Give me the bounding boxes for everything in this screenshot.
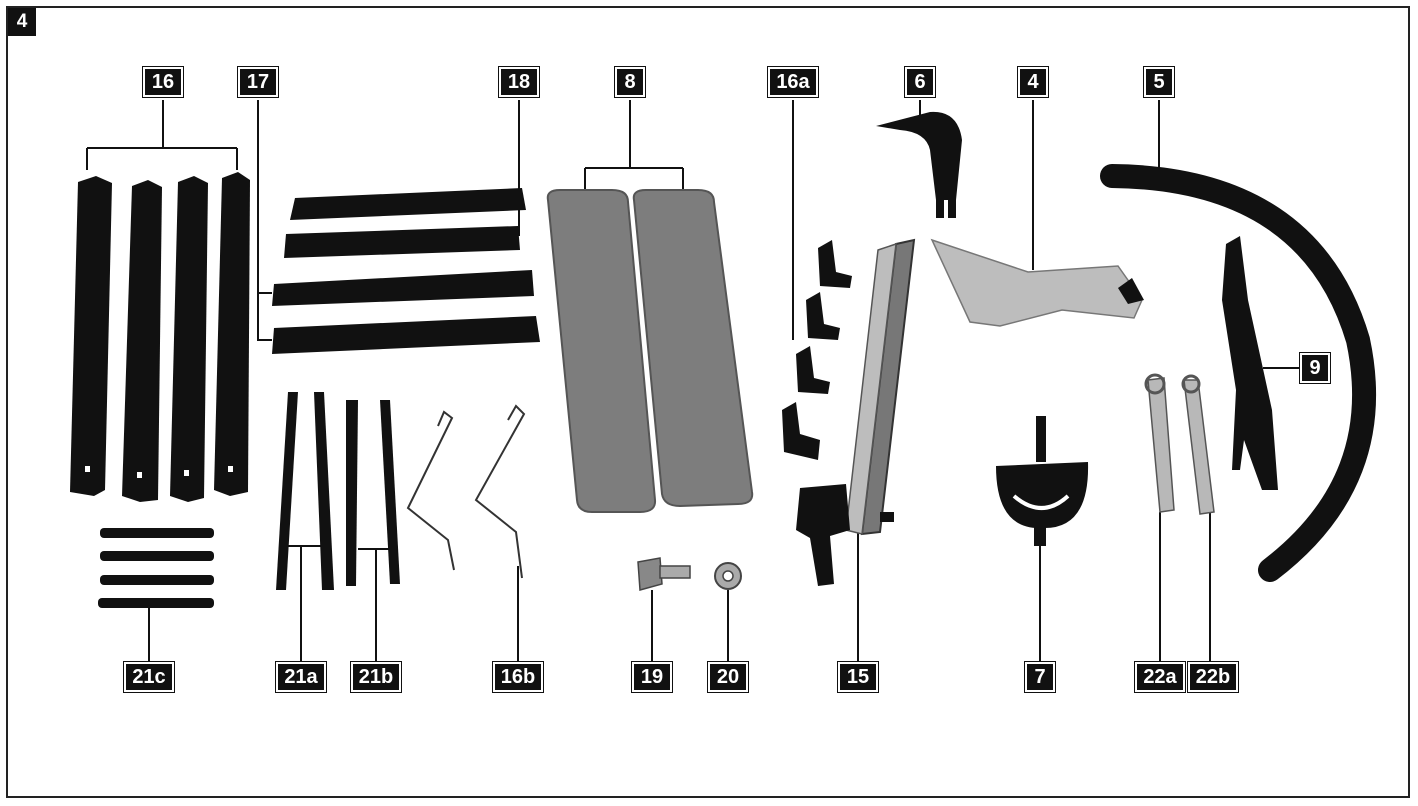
part-17-18-rails	[272, 188, 540, 354]
part-21-struts	[276, 392, 400, 590]
label-19: 19	[632, 662, 672, 692]
part-16-leg-holes	[85, 466, 233, 478]
part-7-mitre-gauge	[996, 416, 1088, 546]
part-15-parallel-fence	[796, 240, 914, 586]
part-9-bracket	[1222, 236, 1278, 490]
label-21c: 21c	[124, 662, 174, 692]
label-5: 5	[1144, 67, 1174, 97]
label-22b: 22b	[1188, 662, 1238, 692]
leader-18	[510, 100, 519, 235]
part-16b-hooks	[408, 406, 524, 578]
label-21a: 21a	[276, 662, 326, 692]
label-8: 8	[615, 67, 645, 97]
label-16a: 16a	[768, 67, 818, 97]
label-6: 6	[905, 67, 935, 97]
leader-16	[87, 100, 237, 170]
label-18: 18	[499, 67, 539, 97]
leader-21b	[358, 549, 394, 662]
part-20-nut	[715, 563, 741, 589]
label-7: 7	[1025, 662, 1055, 692]
label-9: 9	[1300, 353, 1330, 383]
label-17: 17	[238, 67, 278, 97]
label-21b: 21b	[351, 662, 401, 692]
part-8-table-extensions	[548, 190, 752, 512]
label-4: 4	[1018, 67, 1048, 97]
label-16: 16	[143, 67, 183, 97]
part-22-spanners	[1146, 375, 1214, 514]
part-4-riving-knife	[932, 240, 1144, 326]
leader-8	[585, 100, 683, 190]
part-16-legs	[70, 172, 250, 502]
part-21c-plates	[98, 528, 214, 608]
label-15: 15	[838, 662, 878, 692]
label-20: 20	[708, 662, 748, 692]
label-22a: 22a	[1135, 662, 1185, 692]
leader-21a	[282, 546, 322, 662]
part-19-bolt	[638, 558, 690, 590]
part-6-blade-guard	[876, 112, 962, 218]
label-16b: 16b	[493, 662, 543, 692]
leader-17	[258, 100, 272, 340]
